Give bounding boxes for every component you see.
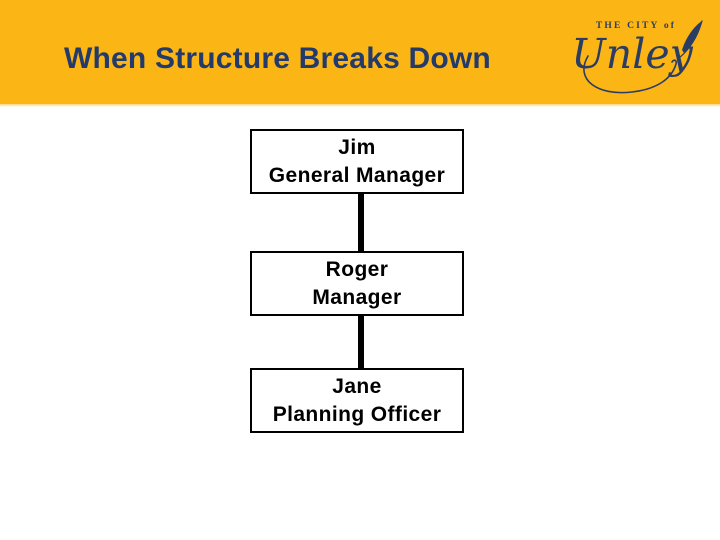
slide-title: When Structure Breaks Down [64, 42, 491, 75]
org-node-name: Roger [325, 257, 389, 281]
org-node-role: General Manager [268, 163, 446, 187]
connector-line-top [358, 194, 364, 251]
unley-logo-graphic: THE CITY of Unley [571, 20, 703, 94]
org-node-general-manager: Jim General Manager [250, 129, 464, 194]
org-node-name: Jane [332, 374, 382, 398]
logo-feather-icon [682, 21, 702, 53]
logo-swash-flourish [583, 55, 677, 94]
logo-tagline-text: THE CITY of [596, 21, 676, 31]
logo-feather-stem [678, 20, 703, 59]
org-node-planning-officer: Jane Planning Officer [250, 368, 464, 433]
org-node-name: Jim [338, 135, 376, 159]
connector-line-bottom [358, 316, 364, 368]
org-node-role: Manager [312, 285, 402, 309]
title-band: When Structure Breaks Down THE CITY of U… [0, 0, 720, 107]
org-node-role: Planning Officer [272, 402, 442, 426]
city-of-unley-logo: THE CITY of Unley [570, 6, 710, 102]
org-node-manager: Roger Manager [250, 251, 464, 316]
